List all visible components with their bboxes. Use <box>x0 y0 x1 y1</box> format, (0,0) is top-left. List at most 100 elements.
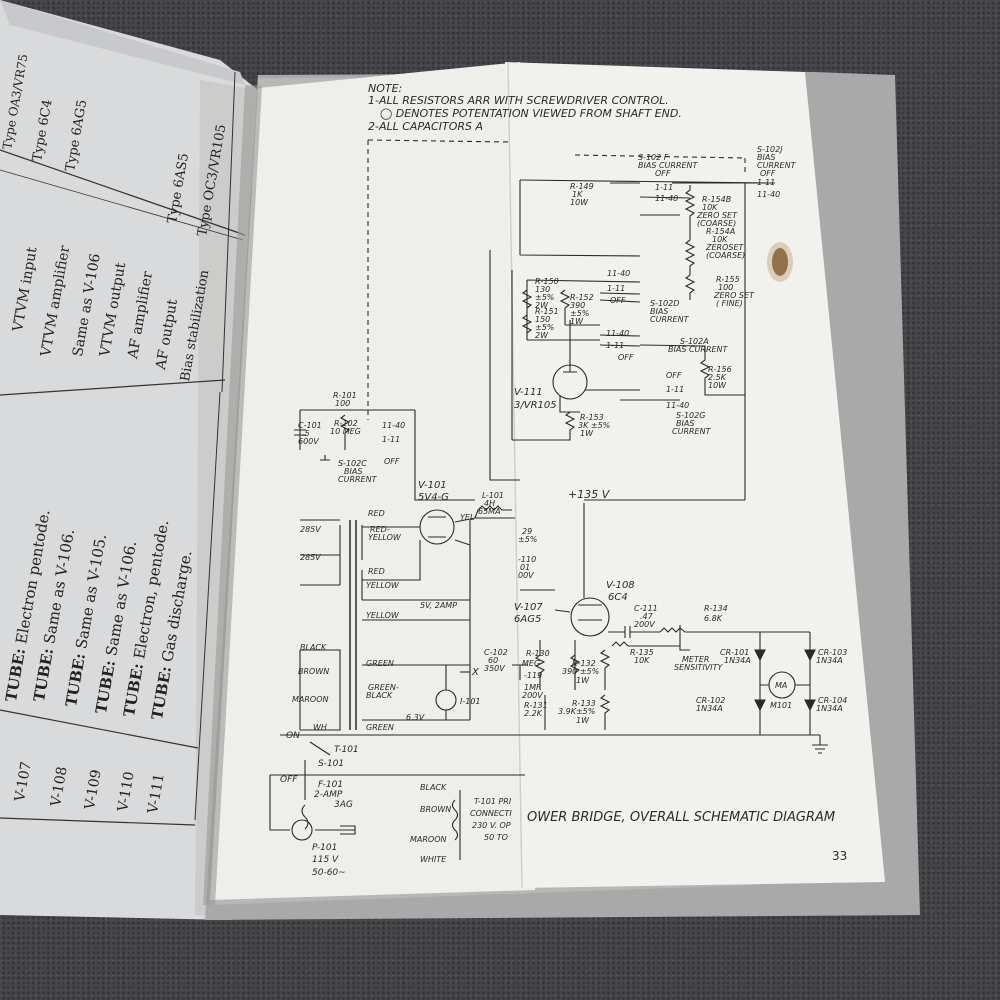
lbl-c101: C-101 <box>298 421 322 430</box>
lbl-zero-coarse-2: ZEROSET <box>705 243 745 252</box>
lbl-r149-v: 1K <box>572 190 583 199</box>
lbl-50to: 50 TO <box>484 833 508 842</box>
lbl-s102a: S-102A <box>680 337 709 346</box>
lbl-maroon-1: MAROON <box>292 695 329 704</box>
lbl-off-7: OFF <box>280 775 298 785</box>
lbl-l101-ma: 65MA <box>478 507 501 516</box>
lbl-s102g: S-102G <box>676 411 705 420</box>
lbl-brown-1: BROWN <box>298 667 329 676</box>
lbl-frag-01: 01 <box>520 563 530 572</box>
lbl-r133-w: 1W <box>576 716 590 725</box>
lbl-r150-v: 130 <box>535 285 550 294</box>
lbl-sw-111-a: 1-11 <box>655 183 673 192</box>
lbl-p101-f: 50-60~ <box>312 868 346 878</box>
lbl-zero-fine: ZERO SET <box>713 291 755 300</box>
lbl-off-3: OFF <box>610 296 626 305</box>
lbl-black-2: BLACK <box>420 783 447 792</box>
lbl-coarse-2: (COARSE) <box>706 251 745 260</box>
lbl-c101-w: 600V <box>298 437 319 446</box>
lbl-green-2: GREEN <box>366 723 394 732</box>
lbl-r134: R-134 <box>704 604 728 613</box>
lbl-red-1: RED <box>368 509 385 518</box>
lbl-off-5: OFF <box>666 371 682 380</box>
lbl-red-yellow: RED- <box>370 525 390 534</box>
lbl-cr104-v: 1N34A <box>816 704 843 713</box>
schematic-caption: OWER BRIDGE, OVERALL SCHEMATIC DIAGRAM <box>527 810 835 825</box>
lbl-r101-v: 100 <box>335 399 350 408</box>
lbl-r135-v: 10K <box>634 656 650 665</box>
lbl-r156-v: 2.5K <box>708 373 727 382</box>
lbl-sw-1140-a: 11-40 <box>655 194 678 203</box>
lbl-r155-v: 100 <box>718 283 733 292</box>
lbl-r151-v: 150 <box>535 315 550 324</box>
lbl-s102d-sub2: CURRENT <box>650 315 690 324</box>
lbl-f101-t: 3AG <box>334 800 353 810</box>
lbl-cr101-v: 1N34A <box>724 656 751 665</box>
lbl-yellow-2: YELLOW <box>366 611 400 620</box>
lbl-p101: P-101 <box>312 843 337 853</box>
lbl-on: ON <box>286 731 300 741</box>
lbl-r152-w: 1W <box>570 317 584 326</box>
lbl-cr103: CR-103 <box>818 648 847 657</box>
lbl-r133-v: 3.9K±5% <box>558 707 595 716</box>
lbl-r156-w: 10W <box>708 381 727 390</box>
lbl-black-1: BLACK <box>300 643 327 652</box>
lbl-r132-w: 1W <box>576 676 590 685</box>
lbl-285v-b: 285V <box>300 553 321 562</box>
lbl-r153-w: 1W <box>580 429 594 438</box>
lbl-ma: MA <box>775 681 787 690</box>
lbl-p101-v: 115 V <box>312 855 339 865</box>
lbl-v101-t: 5V4-G <box>418 492 449 503</box>
lbl-frag-00v: 00V <box>518 571 534 580</box>
lbl-c111: C-111 <box>634 604 658 613</box>
lbl-s102d-sub1: BIAS <box>650 307 668 316</box>
lbl-i101: I-101 <box>460 697 481 706</box>
lbl-v111-t: 3/VR105 <box>514 400 557 411</box>
lbl-r131: R-131 <box>524 701 548 710</box>
lbl-s102d: S-102D <box>650 299 679 308</box>
lbl-r134-v: 6.8K <box>704 614 723 623</box>
lbl-v108-t: 6C4 <box>608 592 628 603</box>
lbl-r151-w: 2W <box>535 331 549 340</box>
lbl-r153-v: 3K ±5% <box>578 421 610 430</box>
lbl-f101-v: 2-AMP <box>314 790 343 800</box>
lbl-cr103-v: 1N34A <box>816 656 843 665</box>
lbl-frag-29: 29 <box>522 527 532 536</box>
lbl-s102j-sub2: CURRENT <box>757 161 797 170</box>
lbl-r152-t: ±5% <box>570 309 589 318</box>
lbl-sw-111-e: 1-11 <box>666 385 684 394</box>
lbl-sensitivity: SENSITIVITY <box>674 663 724 672</box>
lbl-filament: 5V, 2AMP <box>420 601 457 610</box>
lbl-plus135: +135 V <box>568 488 611 501</box>
note-2: 2-ALL CAPACITORS A <box>368 120 483 133</box>
lbl-r156: R-156 <box>708 365 732 374</box>
lbl-r153: R-153 <box>580 413 604 422</box>
lbl-off-1: OFF <box>655 169 671 178</box>
lbl-r135: R-135 <box>630 648 654 657</box>
lbl-r149: R-149 <box>570 182 594 191</box>
lbl-v107: V-107 <box>514 602 543 613</box>
lbl-s102c-sub1: BIAS <box>344 467 362 476</box>
lbl-connect: CONNECTI <box>470 809 512 818</box>
note-1b: ◯ DENOTES POTENTATION VIEWED FROM SHAFT … <box>380 107 682 120</box>
lbl-s101: S-101 <box>318 759 344 769</box>
lbl-r150-w: 2W <box>535 301 549 310</box>
lbl-l101-v: 4H <box>484 499 495 508</box>
lbl-green-black: GREEN- <box>368 683 399 692</box>
lbl-r133: R-133 <box>572 699 596 708</box>
lbl-yel: YEL <box>460 513 474 522</box>
lbl-cr102-v: 1N34A <box>696 704 723 713</box>
lbl-sw-1140-e: 11-40 <box>666 401 689 410</box>
lbl-c102: C-102 <box>484 648 508 657</box>
lbl-r154b: R-154B <box>702 195 731 204</box>
lbl-r119: -119 <box>524 671 542 680</box>
lbl-c111-w: 200V <box>634 620 655 629</box>
lbl-s102j: S-102J <box>757 145 783 154</box>
lbl-t101: T-101 <box>334 745 359 755</box>
lbl-r151-t: ±5% <box>535 323 554 332</box>
lbl-sw-1140-f: 11-40 <box>382 421 405 430</box>
lbl-s102a-sub: BIAS CURRENT <box>668 345 729 354</box>
lbl-cr102: CR-102 <box>696 696 725 705</box>
lbl-r151: R-151 <box>535 307 559 316</box>
lbl-m101: M101 <box>770 701 792 710</box>
